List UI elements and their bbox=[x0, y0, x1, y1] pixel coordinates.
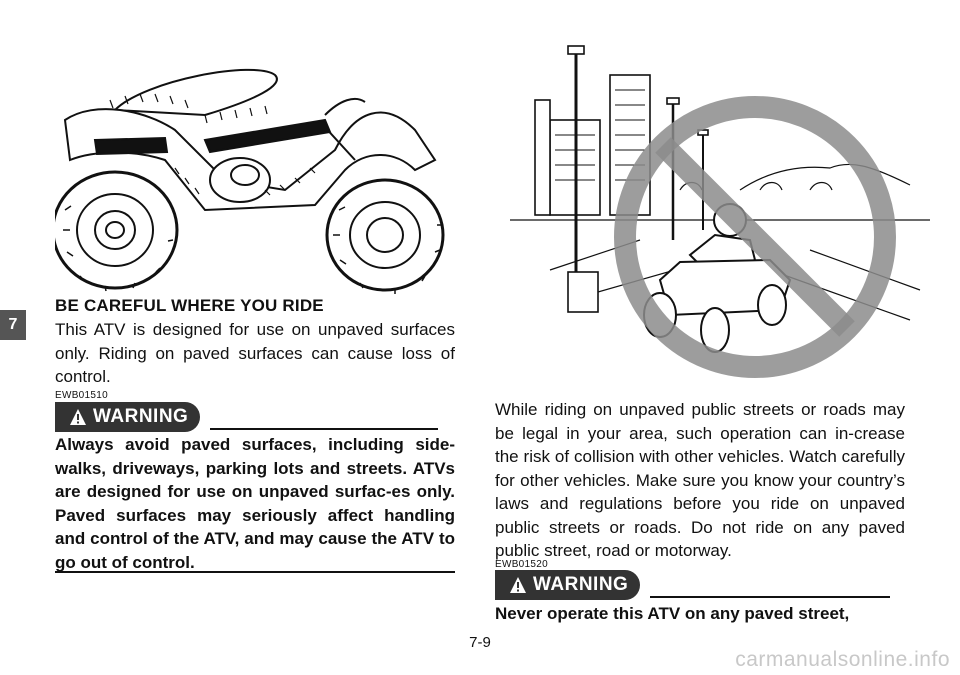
warning-end-rule-left bbox=[55, 571, 455, 573]
warning-label-left: WARNING bbox=[55, 402, 201, 432]
chapter-tab: 7 bbox=[0, 310, 26, 340]
warning-rule-right bbox=[650, 596, 891, 598]
atv-illustration bbox=[55, 68, 445, 294]
right-body-text: While riding on unpaved public streets o… bbox=[495, 400, 905, 560]
warning-triangle-icon bbox=[510, 577, 526, 593]
page-number: 7-9 bbox=[469, 634, 491, 651]
warning-rule-left bbox=[210, 428, 439, 430]
warning-label-right: WARNING bbox=[495, 570, 641, 600]
warning-text-left: Always avoid paved surfaces, including s… bbox=[55, 435, 455, 572]
warning-code-left: EWB01510 bbox=[55, 390, 108, 401]
warning-header-right: WARNING bbox=[495, 570, 891, 600]
warning-text-right: Never operate this ATV on any paved stre… bbox=[495, 604, 850, 623]
warning-label-text-right: WARNING bbox=[533, 574, 629, 595]
warning-triangle-icon bbox=[70, 409, 86, 425]
street-illustration bbox=[510, 45, 930, 378]
warning-header-left: WARNING bbox=[55, 402, 439, 432]
warning-code-right: EWB01520 bbox=[495, 559, 548, 570]
left-body-text: This ATV is designed for use on unpaved … bbox=[55, 320, 455, 386]
watermark: carmanualsonline.info bbox=[735, 648, 950, 671]
prohibition-circle-icon bbox=[614, 96, 896, 378]
section-heading: BE CAREFUL WHERE YOU RIDE bbox=[55, 296, 324, 315]
warning-label-text-left: WARNING bbox=[93, 406, 189, 427]
